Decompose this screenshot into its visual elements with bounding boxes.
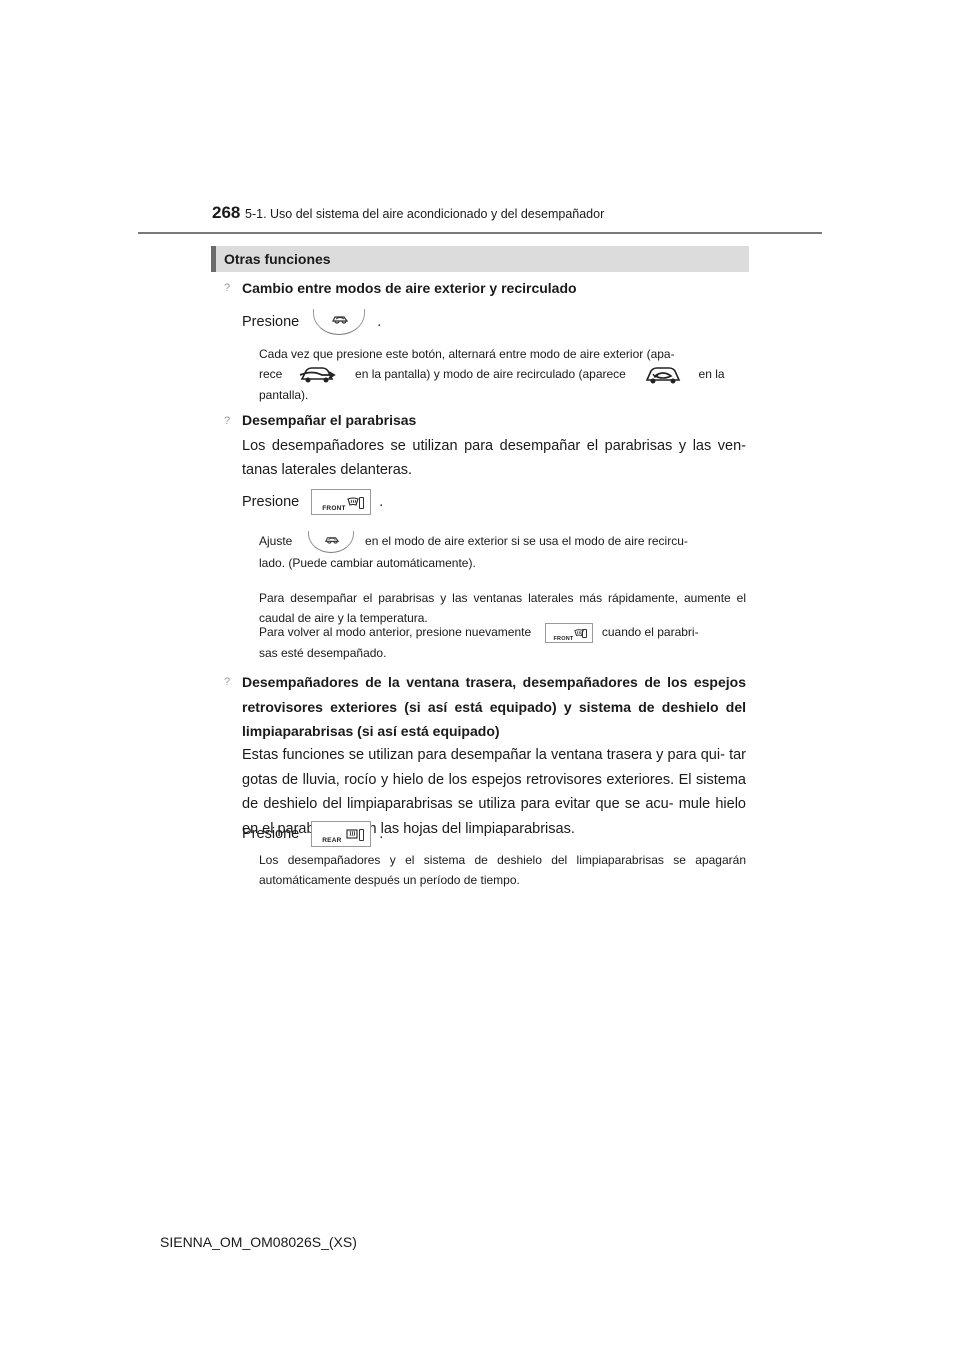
recirculated-air-icon xyxy=(645,367,681,384)
note-front-3: Para volver al modo anterior, presione n… xyxy=(259,622,746,663)
section-header: Otras funciones xyxy=(211,246,749,272)
indicator-light xyxy=(581,628,587,638)
section-accent xyxy=(211,246,216,272)
press-end: . xyxy=(379,493,384,510)
note-front-1: Ajuste en el modo de aire exterior si se… xyxy=(259,531,746,573)
header-rule xyxy=(138,232,822,234)
note-text: Ajuste xyxy=(259,534,293,549)
bullet-marker: ? xyxy=(224,676,231,688)
note-text: rece xyxy=(259,367,283,381)
press-end: . xyxy=(379,825,384,842)
note-line: lado. (Puede cambiar automáticamente). xyxy=(259,556,476,570)
bullet-marker: ? xyxy=(224,282,231,294)
item-heading-windshield: Desempañar el parabrisas xyxy=(242,412,417,428)
note-text: cuando el parabri- xyxy=(601,625,699,639)
item-heading-rear: Desempañadores de la ventana trasera, de… xyxy=(242,674,746,739)
note-line: pantalla). xyxy=(259,387,309,402)
item-heading-air-mode: Cambio entre modos de aire exterior y re… xyxy=(242,280,577,296)
note-air-mode: Cada vez que presione este botón, altern… xyxy=(259,344,746,405)
press-text: Presione xyxy=(242,313,300,330)
note-text: en la pantalla) y modo de aire recircula… xyxy=(355,367,626,381)
note-text: Para volver al modo anterior, presione n… xyxy=(259,625,532,639)
front-label: FRONT xyxy=(322,505,346,512)
front-label: FRONT xyxy=(553,635,574,642)
body-windshield: Los desempañadores se utilizan para dese… xyxy=(242,438,746,478)
press-line-rear: Presione REAR . xyxy=(242,821,746,847)
note-line: rece en la pantalla) y modo de aire reci… xyxy=(259,364,746,385)
windshield-defog-icon xyxy=(347,497,359,506)
recirculation-button-ref[interactable] xyxy=(307,531,354,553)
indicator-light xyxy=(359,829,365,841)
press-line-front: Presione FRONT . xyxy=(242,489,746,515)
press-line-recirc: Presione . xyxy=(242,309,746,335)
page-number: 268 xyxy=(212,203,241,222)
note-line: sas esté desempañado. xyxy=(259,645,387,660)
section-title: Otras funciones xyxy=(224,251,331,267)
press-text: Presione xyxy=(242,493,300,510)
rear-defog-button[interactable]: REAR xyxy=(311,821,372,847)
note-text: en el modo de aire exterior si se usa el… xyxy=(365,534,688,549)
note-rear: Los desempañadores y el sistema de deshi… xyxy=(259,853,746,887)
note-text: en la xyxy=(698,367,725,381)
windshield-defog-icon xyxy=(573,629,584,636)
rear-label: REAR xyxy=(322,837,342,844)
rear-defog-icon xyxy=(346,829,358,839)
front-defog-button-ref[interactable]: FRONT xyxy=(544,622,593,643)
outside-air-icon xyxy=(299,367,336,383)
indicator-light xyxy=(359,497,365,509)
recirculation-icon xyxy=(332,316,349,324)
note-front-2: Para desempañar el parabrisas y las vent… xyxy=(259,591,746,625)
note-line: Cada vez que presione este botón, altern… xyxy=(259,347,675,361)
document-code: SIENNA_OM_OM08026S_(XS) xyxy=(160,1234,357,1250)
recirculation-icon xyxy=(324,537,339,544)
chapter-title: 5-1. Uso del sistema del aire acondicion… xyxy=(245,207,605,221)
press-text: Presione xyxy=(242,825,300,842)
bullet-marker: ? xyxy=(224,415,231,427)
front-defog-button[interactable]: FRONT xyxy=(311,489,372,515)
recirculation-button[interactable] xyxy=(313,309,366,335)
press-end: . xyxy=(377,313,382,330)
